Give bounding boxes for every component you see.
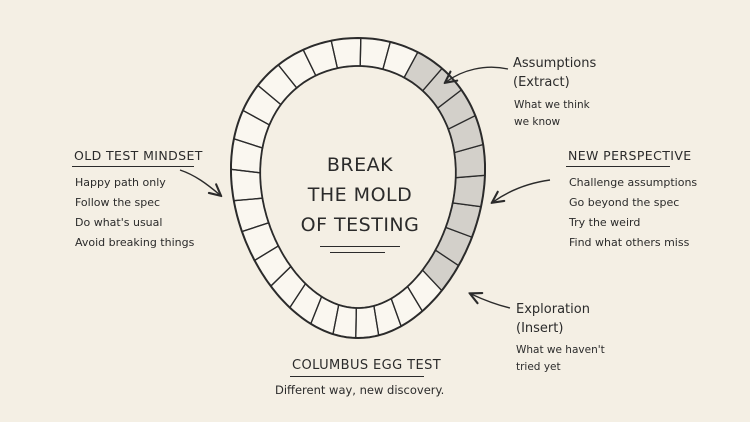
- new-perspective-underline: [566, 166, 670, 167]
- old-mindset-heading: OLD TEST MINDSET: [74, 148, 203, 163]
- footer-heading: COLUMBUS EGG TEST: [292, 358, 442, 373]
- exploration-desc: What we haven't: [516, 344, 605, 356]
- ring-inner-outline: [259, 65, 457, 309]
- assumptions-desc: What we think: [514, 99, 590, 111]
- center-title: BREAK THE MOLD OF TESTING: [290, 150, 430, 240]
- exploration-subtitle: (Insert): [516, 321, 564, 336]
- new-perspective-item: Find what others miss: [569, 236, 690, 249]
- old-mindset-underline: [72, 166, 194, 167]
- new-perspective-heading: NEW PERSPECTIVE: [568, 148, 692, 163]
- center-title-underline: [320, 246, 400, 247]
- assumptions-subtitle: (Extract): [513, 75, 570, 90]
- old-mindset-item: Follow the spec: [75, 196, 161, 209]
- arrow-from-old-mindset: [179, 169, 220, 195]
- center-title-line: OF TESTING: [300, 214, 420, 236]
- assumptions-desc: we know: [514, 116, 561, 128]
- assumptions-title: Assumptions: [513, 56, 597, 71]
- center-title-line: BREAK: [326, 154, 394, 176]
- center-title-line: THE MOLD: [307, 184, 413, 206]
- old-mindset-item: Do what's usual: [75, 216, 163, 229]
- arrow-from-new-perspective: [493, 179, 551, 202]
- new-perspective-item: Try the weird: [569, 216, 641, 229]
- new-perspective-item: Go beyond the spec: [569, 196, 680, 209]
- arrow-to-exploration: [471, 294, 511, 309]
- footer-caption: Different way, new discovery.: [275, 383, 445, 397]
- old-mindset-item: Avoid breaking things: [75, 236, 195, 249]
- footer-underline: [290, 376, 424, 377]
- ring-segment: [451, 174, 486, 208]
- exploration-desc: tried yet: [516, 361, 561, 373]
- exploration-title: Exploration: [516, 302, 590, 317]
- center-title-underline-short: [330, 252, 385, 253]
- old-mindset-item: Happy path only: [75, 176, 166, 189]
- ring-outer-outline: [230, 36, 486, 340]
- new-perspective-item: Challenge assumptions: [569, 176, 698, 189]
- arrow-to-assumptions: [446, 66, 509, 82]
